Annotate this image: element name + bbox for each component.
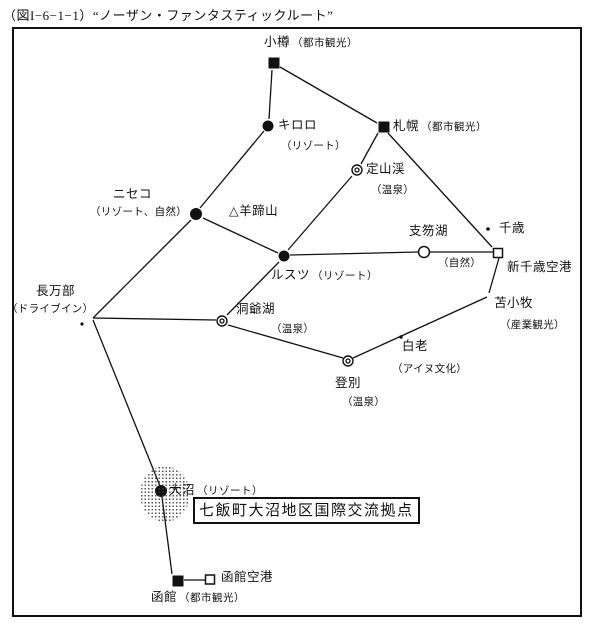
- edge-otaru-kiroro: [268, 69, 273, 120]
- edge-rusutsu-shikotsu: [289, 251, 419, 256]
- label-otaru: 小樽（都市観光）: [264, 35, 359, 50]
- label-hakodate: 函館（都市観光）: [151, 590, 246, 605]
- label-shiraoi-qualifier: （アイヌ文化）: [392, 364, 468, 375]
- edge-jozankei-rusutsu: [287, 175, 353, 251]
- hakodate-name: 函館: [151, 590, 178, 604]
- label-sapporo: 札幌（都市観光）: [393, 119, 488, 134]
- chitose-dot-marker: [486, 227, 490, 231]
- new-chitose-airport-square-marker: [492, 247, 504, 259]
- hakodate-airport-square-marker: [204, 574, 216, 585]
- hakodate-qualifier: （都市観光）: [179, 593, 246, 604]
- label-oshamambe-name: 長万部: [36, 284, 76, 298]
- shikotsu-open-circle-marker: [417, 245, 431, 259]
- kiroro-circle-marker: [262, 120, 274, 132]
- edge-otaru-sapporo: [279, 66, 378, 124]
- toya-double-circle-marker: [216, 315, 228, 327]
- label-tomakomai-qualifier: （産業観光）: [500, 320, 565, 331]
- label-kiroro-name: キロロ: [278, 118, 318, 132]
- label-shikotsu-name: 支笏湖: [409, 224, 449, 238]
- label-shiraoi-name: 白老: [402, 339, 429, 353]
- label-rusutsu: ルスツ（リゾート）: [271, 268, 379, 283]
- onuma-qualifier: （リゾート）: [197, 486, 264, 497]
- edge-toya-noboribetsu: [227, 324, 344, 359]
- sapporo-qualifier: （都市観光）: [421, 122, 488, 133]
- edge-oshamambe-onuma: [92, 319, 161, 487]
- label-toya-name: 洞爺湖: [236, 302, 276, 316]
- label-oshamambe-qualifier: （ドライブイン）: [7, 304, 94, 315]
- niseko-circle-marker: [190, 208, 202, 220]
- label-toya-qualifier: （温泉）: [271, 324, 315, 335]
- edge-sapporo-jozankei: [360, 132, 379, 165]
- noboribetsu-double-circle-marker: [342, 355, 354, 367]
- label-niseko-name: ニセコ: [113, 187, 153, 201]
- onuma-stipple-zone: [140, 466, 190, 522]
- label-tomakomai-name: 苫小牧: [494, 296, 534, 310]
- route-lines: [92, 66, 500, 581]
- edge-sapporo-newchitose: [387, 132, 493, 248]
- label-yotei: △羊蹄山: [229, 204, 279, 218]
- label-kiroro-qualifier: （リゾート）: [281, 141, 346, 152]
- rusutsu-name: ルスツ: [271, 268, 311, 282]
- sapporo-square-marker: [378, 121, 390, 133]
- edge-oshamambe-toya: [92, 317, 217, 321]
- rusutsu-circle-marker: [278, 250, 290, 262]
- onuma-exchange-base-callout: 七飯町大沼地区国際交流拠点: [193, 497, 420, 524]
- label-noboribetsu-qualifier: （温泉）: [342, 397, 386, 408]
- otaru-qualifier: （都市観光）: [292, 38, 359, 49]
- edge-noboribetsu-tomakomai: [352, 296, 488, 359]
- label-jozankei-name: 定山渓: [366, 162, 406, 176]
- edge-niseko-rusutsu: [202, 217, 279, 254]
- rusutsu-qualifier: （リゾート）: [312, 271, 379, 282]
- hakodate-square-marker: [172, 575, 184, 587]
- label-hakodate-airport: 函館空港: [221, 570, 274, 584]
- label-new-chitose-airport: 新千歳空港: [507, 260, 573, 274]
- sapporo-name: 札幌: [393, 119, 420, 133]
- label-shikotsu-qualifier: （自然）: [438, 258, 482, 269]
- label-noboribetsu-name: 登別: [335, 376, 362, 390]
- label-chitose: 千歳: [499, 221, 526, 235]
- edge-rusutsu-toya: [226, 261, 280, 316]
- otaru-square-marker: [268, 57, 280, 69]
- otaru-name: 小樽: [264, 35, 291, 49]
- map-border-frame: [12, 27, 582, 617]
- oshamambe-dot-marker: [80, 322, 84, 326]
- jozankei-double-circle-marker: [351, 164, 363, 176]
- edge-newchitose-tomakomai: [488, 257, 500, 294]
- edge-kiroro-niseko: [199, 130, 265, 209]
- label-niseko-qualifier: （リゾート、自然）: [90, 207, 187, 218]
- shiraoi-tick-marker: [399, 335, 403, 339]
- figure-title: （図I−6−1−1）“ノーザン・ファンタスティックルート”: [3, 8, 334, 23]
- label-jozankei-qualifier: （温泉）: [371, 185, 415, 196]
- onuma-name: 大沼: [169, 483, 196, 497]
- edge-niseko-oshamambe: [92, 219, 192, 319]
- label-onuma: 大沼（リゾート）: [169, 483, 264, 498]
